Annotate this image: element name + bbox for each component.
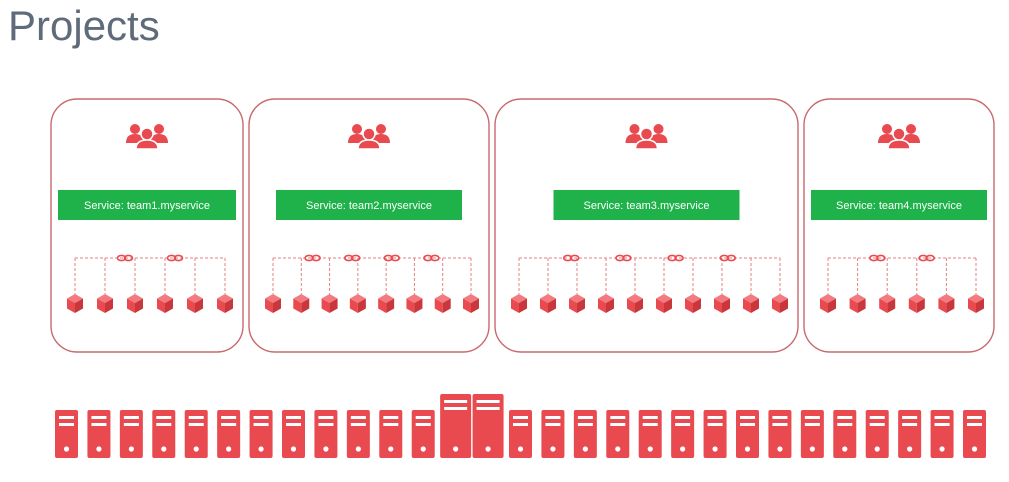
server-icon <box>768 410 792 458</box>
service-bar <box>276 190 462 220</box>
server-icon <box>573 410 597 458</box>
server-rack <box>55 394 986 458</box>
server-icon <box>379 410 403 458</box>
server-icon <box>963 410 986 458</box>
project-3: Service: team3.myservice <box>494 98 799 353</box>
server-icon <box>736 410 759 458</box>
project-boundary <box>248 98 490 353</box>
service-bar <box>553 190 740 220</box>
projects-layer: Service: team1.myservice Service: team2.m… <box>50 98 995 353</box>
server-icon <box>898 410 922 458</box>
server-icon <box>411 410 435 458</box>
server-icon <box>87 410 111 458</box>
service-label: Service: team3.myservice <box>584 200 710 212</box>
server-icon <box>671 410 695 458</box>
page-title: Projects <box>8 2 160 49</box>
server-icon <box>638 410 662 458</box>
project-1: Service: team1.myservice <box>50 98 244 353</box>
server-icon <box>833 410 857 458</box>
server-icon <box>865 410 889 458</box>
server-icon <box>346 410 370 458</box>
service-label: Service: team4.myservice <box>836 200 962 212</box>
server-icon <box>119 410 143 458</box>
service-label: Service: team1.myservice <box>84 200 210 212</box>
server-icon <box>606 410 630 458</box>
server-icon <box>930 410 954 458</box>
server-icon <box>152 410 176 458</box>
server-icon <box>282 410 305 458</box>
service-bar <box>58 190 236 220</box>
server-icon <box>703 410 727 458</box>
server-icon <box>800 410 824 458</box>
service-bar <box>811 190 987 220</box>
server-icon <box>314 410 338 458</box>
server-icon <box>541 410 565 458</box>
project-2: Service: team2.myservice <box>248 98 490 353</box>
server-icon <box>184 410 208 458</box>
server-icon <box>472 394 504 458</box>
server-icon <box>249 410 273 458</box>
server-icon <box>440 394 472 458</box>
server-icon <box>217 410 241 458</box>
project-4: Service: team4.myservice <box>803 98 995 353</box>
server-icon <box>55 410 78 458</box>
service-label: Service: team2.myservice <box>306 200 432 212</box>
server-icon <box>509 410 532 458</box>
